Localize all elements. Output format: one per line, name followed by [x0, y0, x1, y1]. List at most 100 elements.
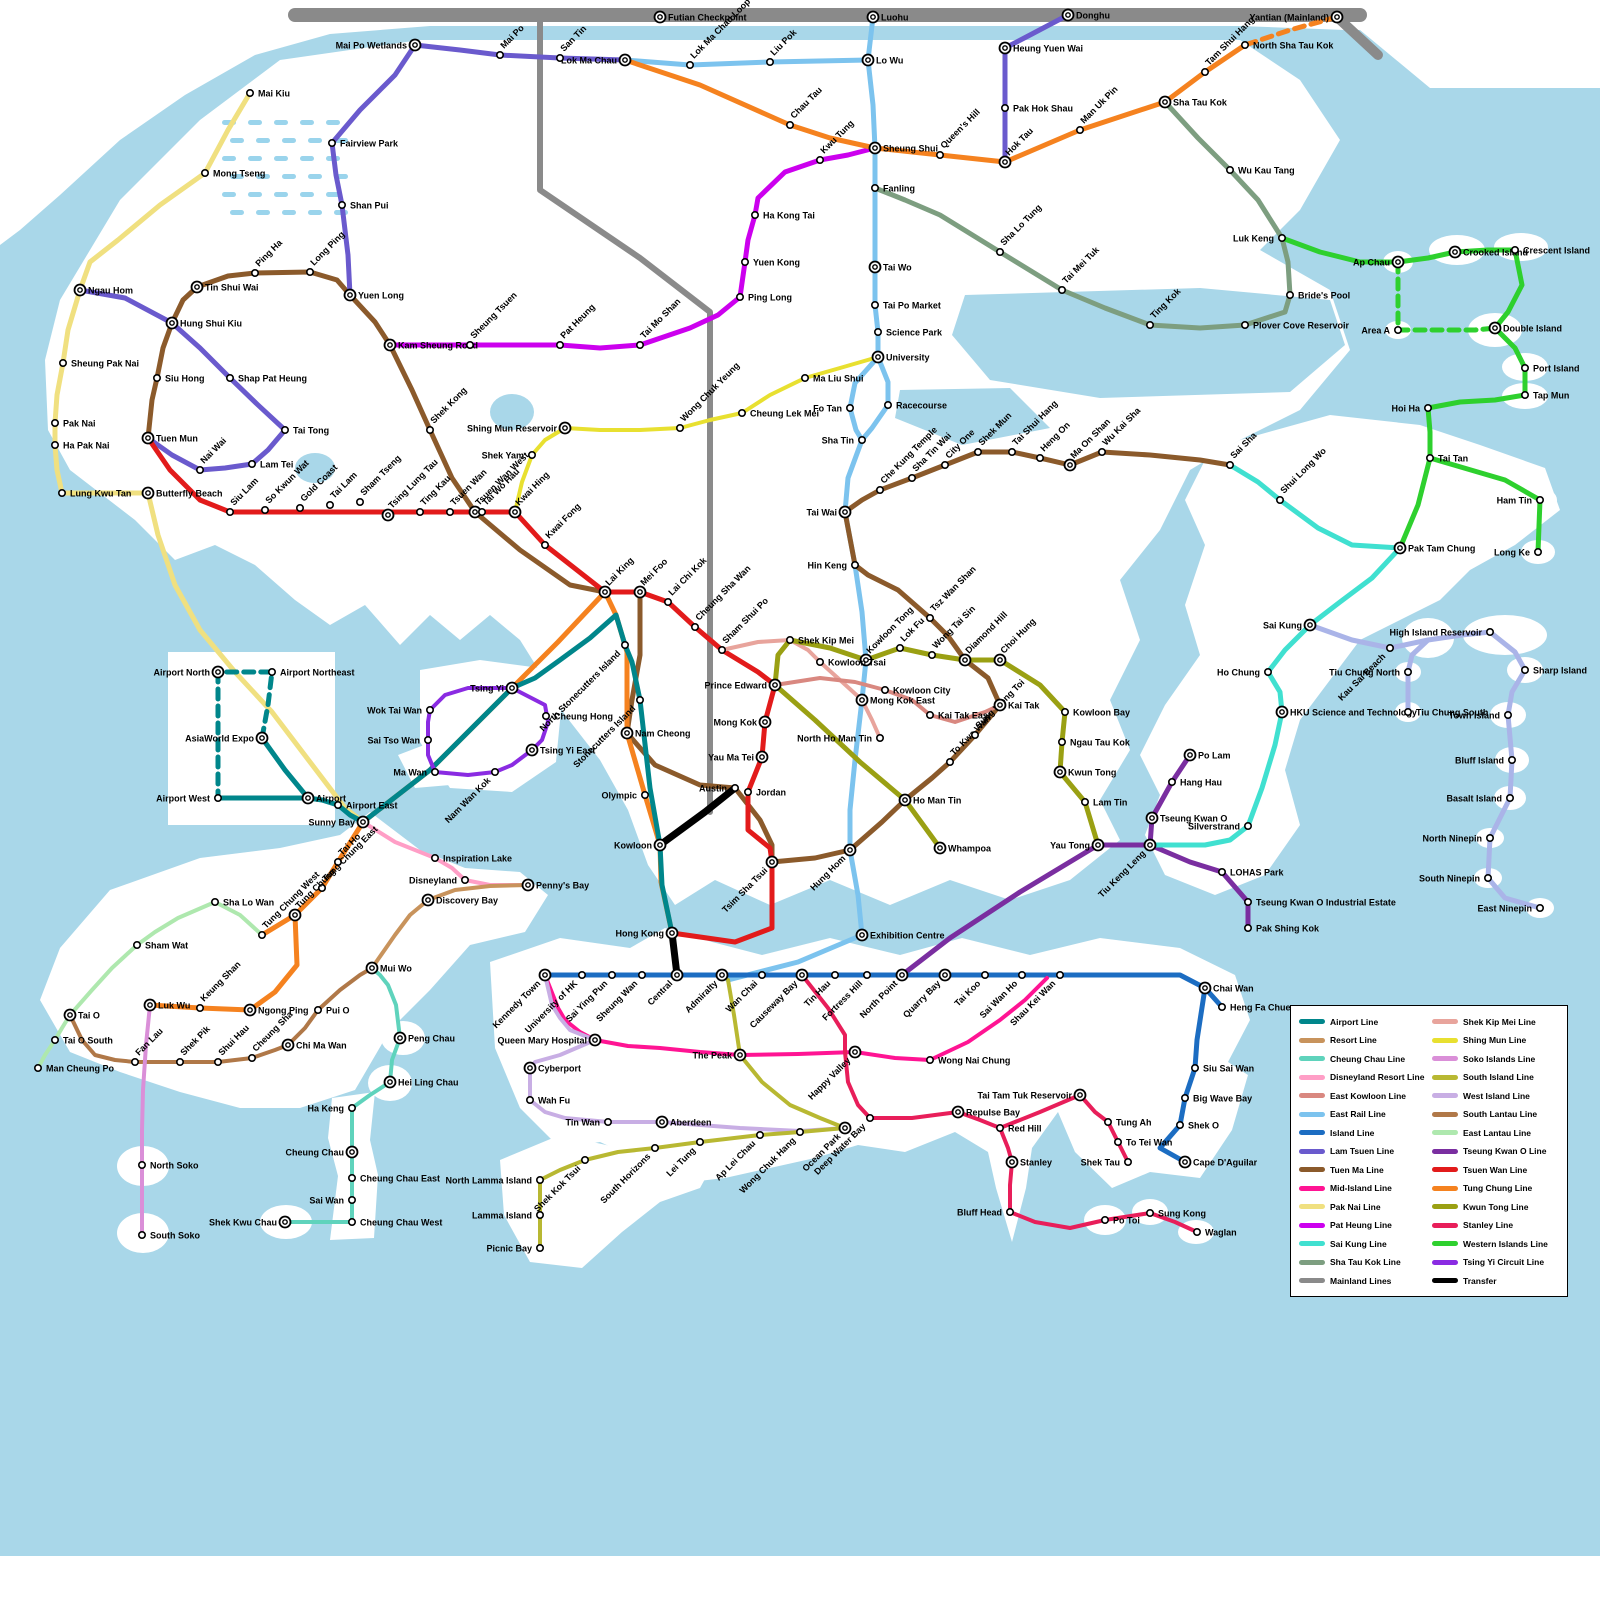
station-to-tei-wan[interactable]: To Tei Wan [1114, 1138, 1173, 1148]
station-sunny-bay[interactable]: Sunny Bay [308, 815, 370, 829]
station-tai-po-market[interactable]: Tai Po Market [870, 301, 941, 311]
station-wu-kau-tang[interactable]: Wu Kau Tang [1226, 166, 1295, 176]
station-long-ke[interactable]: Long Ke [1494, 548, 1543, 558]
station-university[interactable]: University [871, 350, 930, 364]
station-kam-sheung-road[interactable]: Kam Sheung Road [383, 338, 479, 352]
station-mui-wo[interactable]: Mui Wo [365, 961, 413, 975]
station-north-sha-tau-kok[interactable]: North Sha Tau Kok [1241, 41, 1335, 51]
station-kwun-tong[interactable]: Kwun Tong [1053, 765, 1117, 779]
station-tai-tong[interactable]: Tai Tong [280, 426, 329, 436]
station-hoi-ha[interactable]: Hoi Ha [1391, 404, 1433, 414]
station-hin-keng[interactable]: Hin Keng [808, 561, 859, 571]
station-mai-po-wetlands[interactable]: Mai Po Wetlands [336, 38, 422, 52]
station-sheung-pak-nai[interactable]: Sheung Pak Nai [58, 359, 139, 369]
station-lam-tei[interactable]: Lam Tei [248, 460, 294, 470]
station-shap-pat-heung[interactable]: Shap Pat Heung [226, 374, 307, 384]
station-north-soko[interactable]: North Soko [138, 1161, 199, 1171]
station-bride-s-pool[interactable]: Bride's Pool [1286, 291, 1350, 301]
station-tsing-yi-east[interactable]: Tsing Yi East [525, 743, 596, 757]
station-lok-ma-chau[interactable]: Lok Ma Chau [561, 53, 632, 67]
station-tai-tan[interactable]: Tai Tan [1426, 454, 1468, 464]
station-luk-wu[interactable]: Luk Wu [143, 998, 191, 1012]
station-pak-tam-chung[interactable]: Pak Tam Chung [1393, 541, 1476, 555]
station-asiaworld-expo[interactable]: AsiaWorld Expo [185, 731, 269, 745]
station-red-hill[interactable]: Red Hill [995, 1124, 1042, 1134]
station-yau-tong[interactable]: Yau Tong [1050, 838, 1105, 852]
station-austin[interactable]: Austin [699, 784, 739, 794]
station-yuen-kong[interactable]: Yuen Kong [740, 258, 800, 268]
station-ngong-ping[interactable]: Ngong Ping [243, 1003, 309, 1017]
station-sha-tin[interactable]: Sha Tin [822, 436, 866, 446]
station-jordan[interactable]: Jordan [743, 788, 786, 798]
station-olympic[interactable]: Olympic [601, 791, 649, 801]
station-tai-o[interactable]: Tai O [63, 1008, 100, 1022]
station-kowloon-bay[interactable]: Kowloon Bay [1061, 708, 1130, 718]
station-north-lamma-island[interactable]: North Lamma Island [445, 1176, 544, 1186]
station-area-a[interactable]: Area A [1361, 326, 1403, 336]
station-the-peak[interactable]: The Peak [692, 1048, 747, 1062]
station-lo-wu[interactable]: Lo Wu [861, 53, 904, 67]
station-racecourse[interactable]: Racecourse [883, 401, 947, 411]
station-ham-tin[interactable]: Ham Tin [1497, 496, 1545, 506]
station-ngau-hom[interactable]: Ngau Hom [73, 283, 134, 297]
station-prince-edward[interactable]: Prince Edward [704, 678, 782, 692]
station-shek-yam[interactable]: Shek Yam [482, 451, 536, 461]
station-tiu-chung-north[interactable]: Tiu Chung North [1329, 668, 1413, 678]
station-po-toi[interactable]: Po Toi [1101, 1216, 1140, 1226]
station-lohas-park[interactable]: LOHAS Park [1218, 868, 1285, 878]
station-south-soko[interactable]: South Soko [138, 1231, 201, 1241]
station-pak-shing-kok[interactable]: Pak Shing Kok [1244, 924, 1320, 934]
station-mai-kiu[interactable]: Mai Kiu [246, 89, 290, 99]
station-double-island[interactable]: Double Island [1488, 321, 1563, 335]
station-cheung-chau-west[interactable]: Cheung Chau West [347, 1218, 443, 1228]
station-tung-ah[interactable]: Tung Ah [1104, 1118, 1152, 1128]
station-disneyland[interactable]: Disneyland [409, 876, 469, 886]
station-ha-keng[interactable]: Ha Keng [307, 1104, 356, 1114]
station-silverstrand[interactable]: Silverstrand [1188, 822, 1253, 832]
station-cyberport[interactable]: Cyberport [523, 1061, 582, 1075]
station-tiu-chung-south[interactable]: Tiu Chung South [1404, 708, 1489, 718]
station-shan-pui[interactable]: Shan Pui [337, 201, 389, 211]
station-cheung-chau-east[interactable]: Cheung Chau East [347, 1174, 440, 1184]
station-chi-ma-wan[interactable]: Chi Ma Wan [281, 1038, 347, 1052]
station-fanling[interactable]: Fanling [870, 184, 915, 194]
station-port-island[interactable]: Port Island [1521, 364, 1580, 374]
station-kai-tak-east[interactable]: Kai Tak East [925, 711, 991, 721]
station-cheung-lek-mei[interactable]: Cheung Lek Mei [737, 409, 819, 419]
station-ngau-tau-kok[interactable]: Ngau Tau Kok [1058, 738, 1131, 748]
station-shek-kwu-chau[interactable]: Shek Kwu Chau [209, 1215, 292, 1229]
station-cheung-hong[interactable]: Cheung Hong [541, 712, 613, 722]
station-south-ninepin[interactable]: South Ninepin [1419, 874, 1493, 884]
station-sha-lo-wan[interactable]: Sha Lo Wan [211, 898, 274, 908]
station-shek-o[interactable]: Shek O [1176, 1121, 1219, 1131]
station-kowloon-tsai[interactable]: Kowloon Tsai [815, 658, 886, 668]
station-sha-tau-kok[interactable]: Sha Tau Kok [1158, 95, 1228, 109]
station-heng-fa-chuen[interactable]: Heng Fa Chuen [1218, 1003, 1296, 1013]
station-lam-tin[interactable]: Lam Tin [1081, 798, 1128, 808]
station-kowloon-city[interactable]: Kowloon City [880, 686, 951, 696]
station-ma-wan[interactable]: Ma Wan [393, 768, 439, 778]
station-sharp-island[interactable]: Sharp Island [1521, 666, 1587, 676]
station-yuen-long[interactable]: Yuen Long [343, 288, 405, 302]
station-tsing-yi[interactable]: Tsing Yi [470, 681, 519, 695]
station-po-lam[interactable]: Po Lam [1183, 748, 1231, 762]
station-airport-north[interactable]: Airport North [154, 665, 225, 679]
station-inspiration-lake[interactable]: Inspiration Lake [430, 854, 512, 864]
station-sai-tso-wan[interactable]: Sai Tso Wan [367, 736, 432, 746]
station-man-cheung-po[interactable]: Man Cheung Po [33, 1064, 115, 1074]
station-ha-pak-nai[interactable]: Ha Pak Nai [50, 441, 110, 451]
station-high-island-reservoir[interactable]: High Island Reservoir [1389, 628, 1495, 638]
station-fairview-park[interactable]: Fairview Park [327, 139, 399, 149]
station-ma-liu-shui[interactable]: Ma Liu Shui [800, 374, 864, 384]
station-bluff-island[interactable]: Bluff Island [1455, 756, 1517, 766]
station-siu-sai-wan[interactable]: Siu Sai Wan [1191, 1064, 1254, 1074]
station-yantian-mainland[interactable]: Yantian (Mainland) [1249, 10, 1344, 24]
station-fo-tan[interactable]: Fo Tan [813, 404, 854, 414]
station-hei-ling-chau[interactable]: Hei Ling Chau [383, 1075, 459, 1089]
station-east-ninepin[interactable]: East Ninepin [1477, 904, 1545, 914]
station-tai-wo[interactable]: Tai Wo [868, 260, 913, 274]
station-tuen-mun[interactable]: Tuen Mun [141, 431, 198, 445]
station-tai-wai[interactable]: Tai Wai [806, 505, 852, 519]
station-hong-kong[interactable]: Hong Kong [616, 926, 679, 940]
